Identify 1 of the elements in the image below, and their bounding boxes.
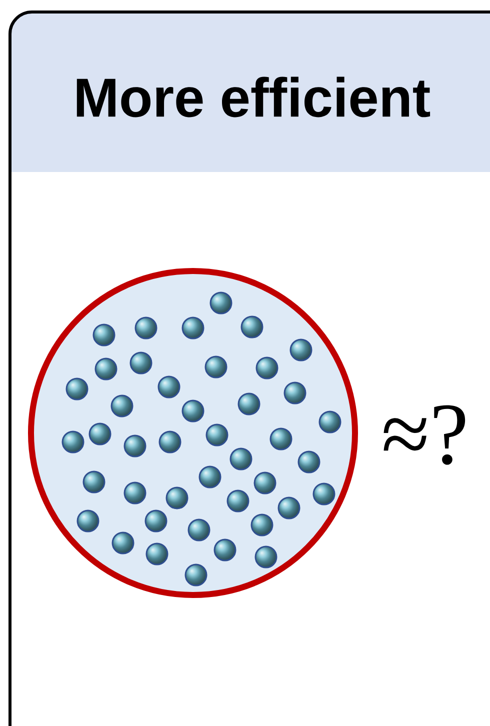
circle-drawing xyxy=(28,268,358,598)
